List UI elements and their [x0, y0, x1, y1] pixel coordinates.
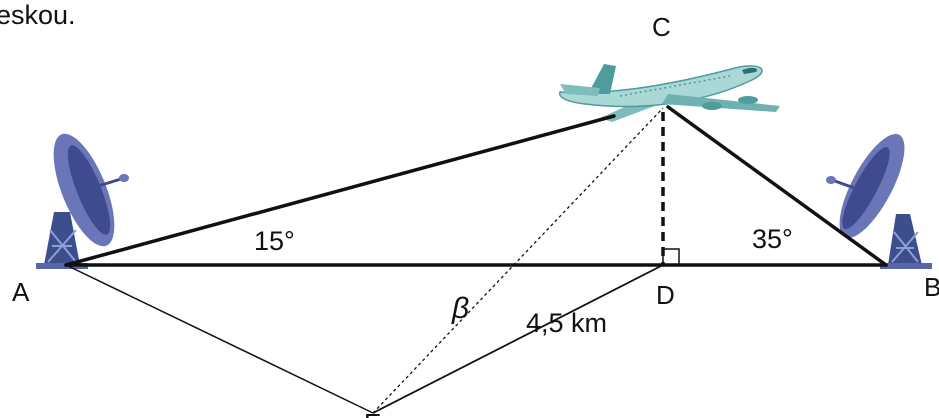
- segment-ec: [372, 107, 664, 414]
- satellite-dish-right-icon: [826, 133, 932, 269]
- label-point-b: B: [924, 272, 939, 302]
- angle-label-b: 35°: [752, 224, 793, 254]
- angle-label-a: 15°: [254, 226, 295, 256]
- label-point-c: C: [652, 12, 671, 42]
- segment-ac: [64, 114, 616, 267]
- label-point-e: E: [364, 408, 381, 418]
- satellite-dish-left-icon: [36, 133, 129, 269]
- segment-ed: [372, 264, 664, 414]
- segment-cb: [666, 105, 888, 267]
- label-point-a: A: [12, 277, 30, 307]
- segment-ae: [65, 264, 374, 414]
- length-label-ed: 4,5 km: [526, 308, 607, 338]
- right-angle-marker: [662, 248, 680, 266]
- triangle-abc: [64, 105, 888, 267]
- label-point-d: D: [656, 280, 675, 310]
- angle-label-beta: β: [451, 292, 469, 325]
- airplane-icon: [559, 64, 780, 122]
- caption-fragment: eskou.: [0, 0, 76, 30]
